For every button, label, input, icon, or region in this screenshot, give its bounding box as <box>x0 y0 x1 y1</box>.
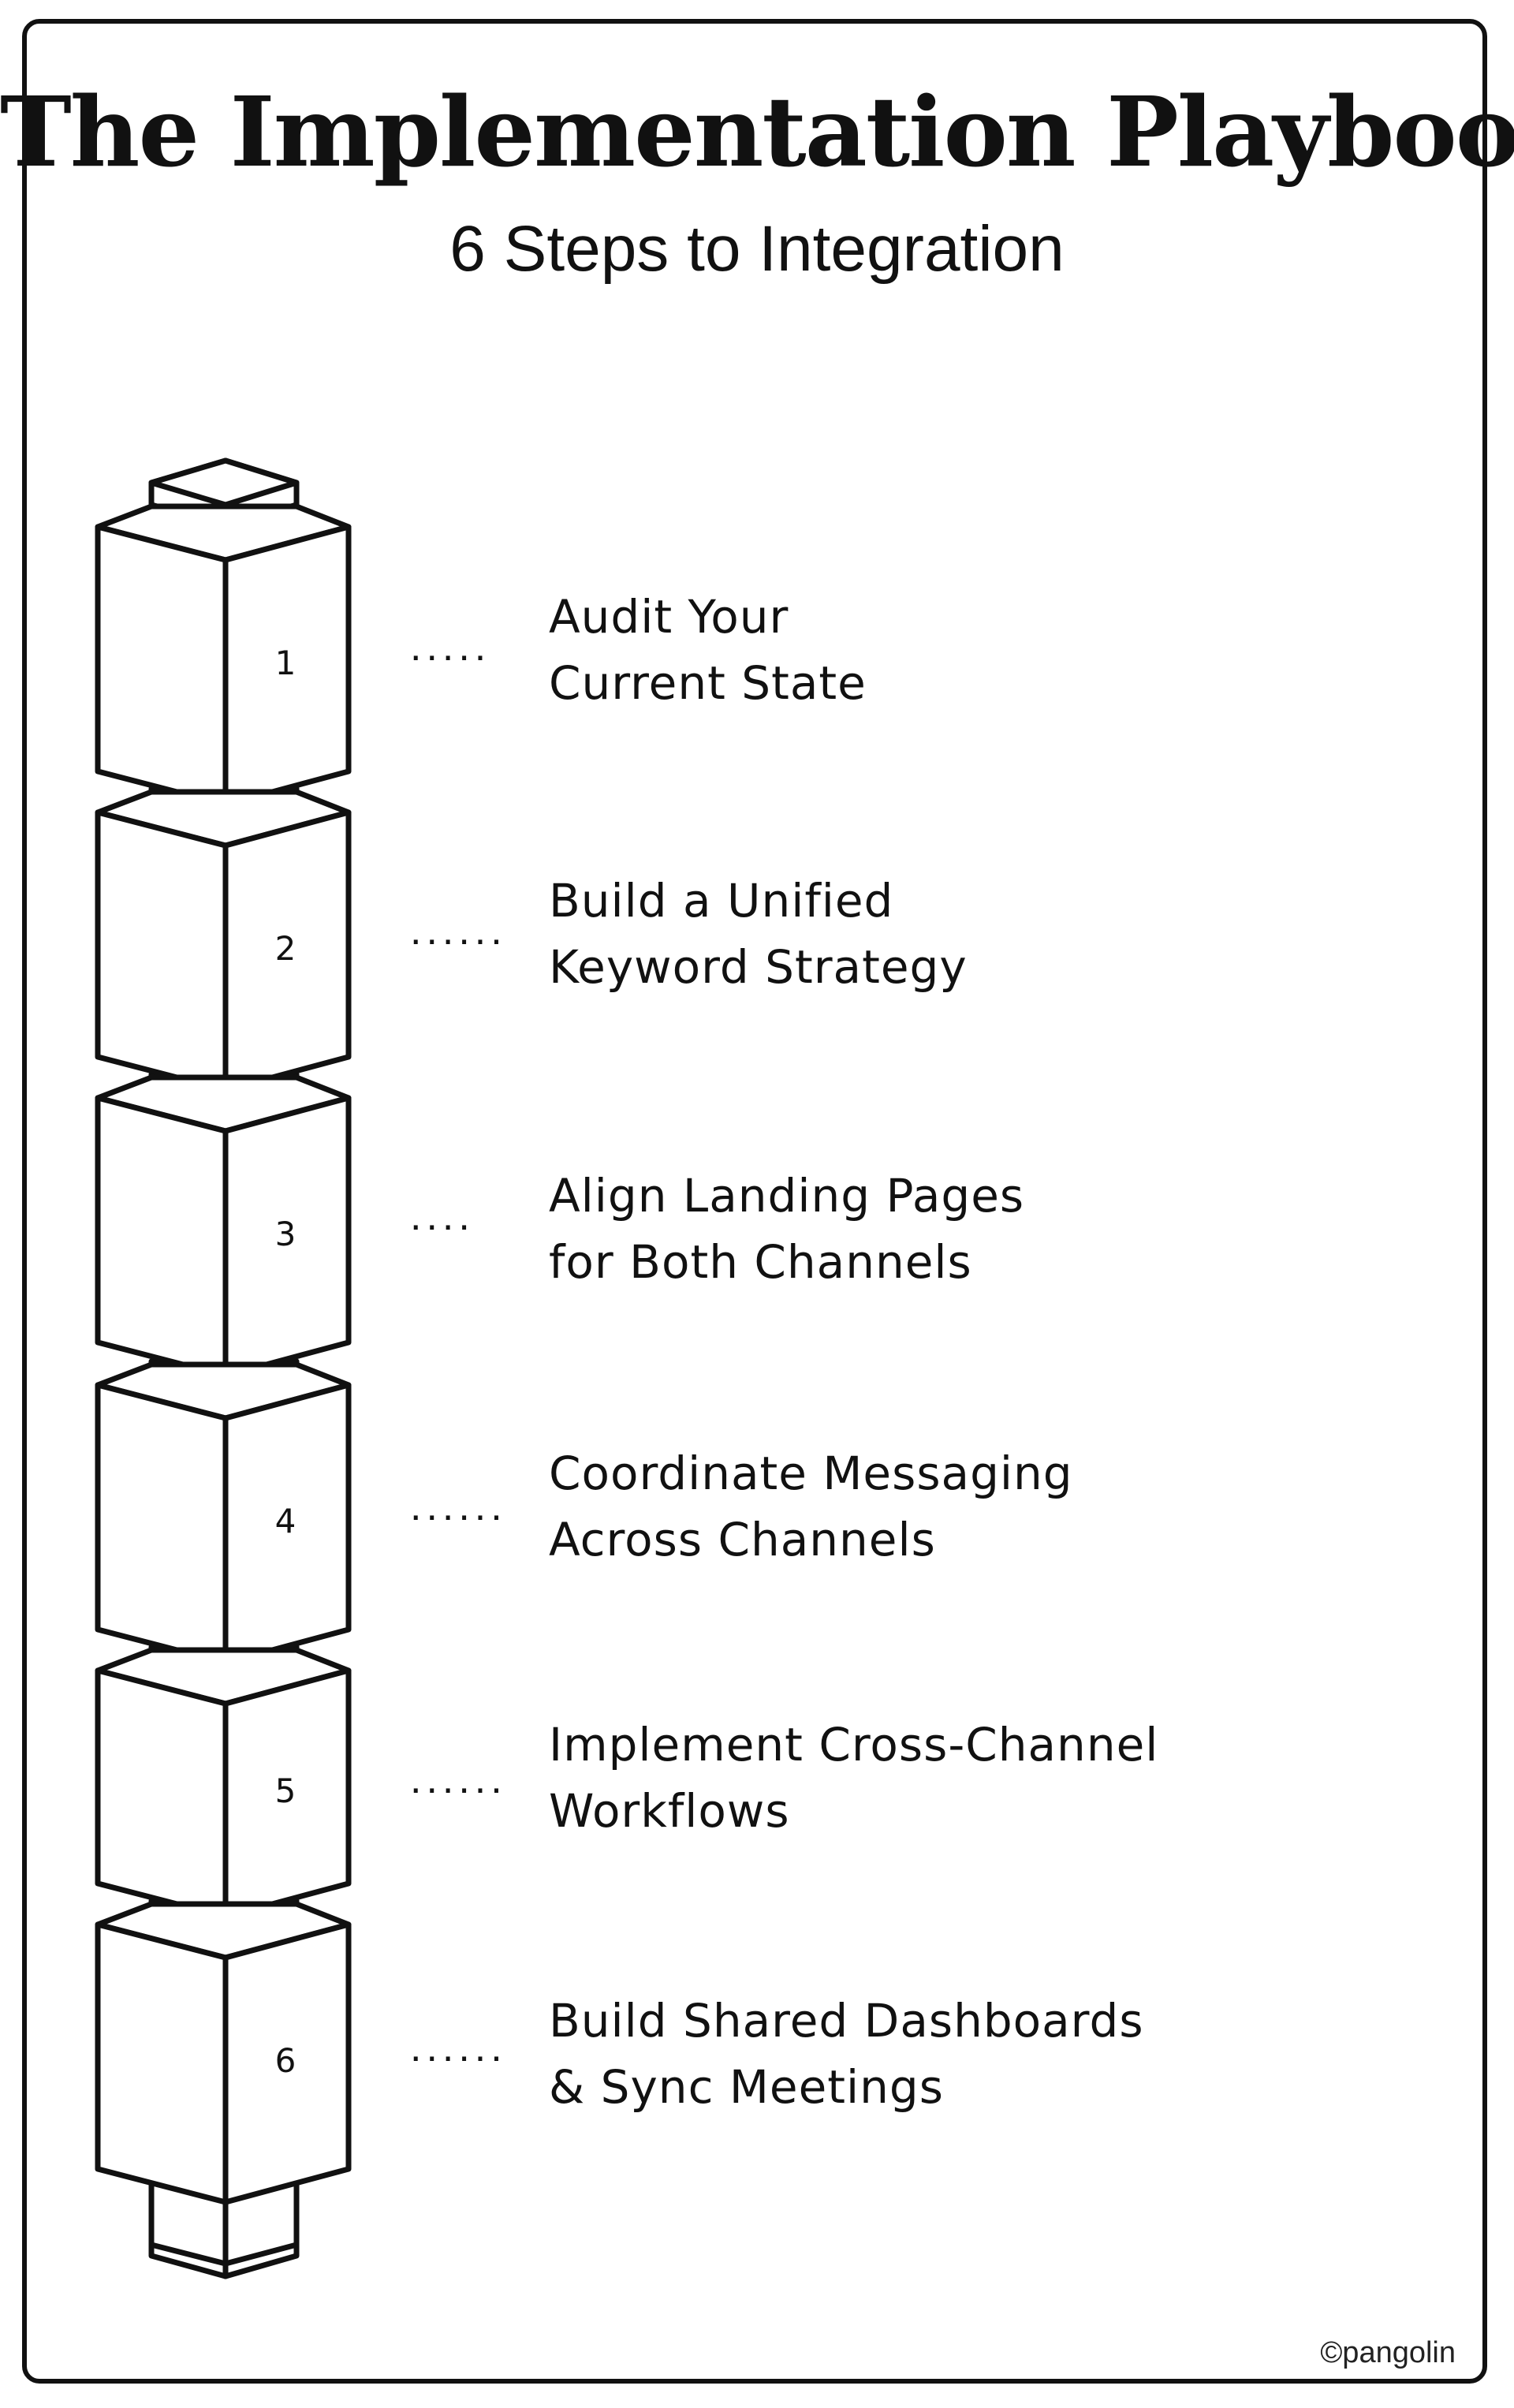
step-2-label: Build a Unified Keyword Strategy <box>549 874 968 994</box>
step-4-label: Coordinate Messaging Across Channels <box>549 1447 1073 1566</box>
block-2-left-face <box>95 809 229 1093</box>
step-4-leader: ...... <box>410 1484 507 1529</box>
step-6-leader: ...... <box>410 2025 507 2070</box>
page-subtitle: 6 Steps to Integration <box>449 213 1065 285</box>
step-5-number: 5 <box>275 1771 296 1810</box>
step-3-label: Align Landing Pages for Both Channels <box>549 1169 1025 1289</box>
step-2-number: 2 <box>275 929 296 968</box>
block-6-left-face <box>95 1921 229 2205</box>
block-3-right-face <box>222 1095 352 1379</box>
step-5-leader: ...... <box>410 1757 507 1802</box>
step-3-number: 3 <box>275 1215 296 1253</box>
step-4-number: 4 <box>275 1502 296 1540</box>
block-4-right-face <box>222 1382 352 1666</box>
block-1-right-face <box>222 524 352 808</box>
block-5-left-face <box>95 1667 229 1920</box>
step-1-label: Audit Your Current State <box>549 590 867 710</box>
step-2-leader: ...... <box>410 908 507 954</box>
step-6-number: 6 <box>275 2041 296 2080</box>
copyright-footer: ©pangolin <box>1320 2336 1456 2369</box>
step-1-number: 1 <box>275 644 296 682</box>
step-5-label: Implement Cross-Channel Workflows <box>549 1718 1159 1838</box>
top-post-cap <box>148 457 300 508</box>
block-3-left-face <box>95 1095 229 1379</box>
block-6-right-face <box>222 1921 352 2205</box>
step-3-leader: .... <box>410 1193 475 1239</box>
step-6-label: Build Shared Dashboards & Sync Meetings <box>549 1994 1144 2114</box>
block-4-left-face <box>95 1382 229 1666</box>
block-5-right-face <box>222 1667 352 1920</box>
page-title: The Implementation Playbook <box>0 75 1514 189</box>
block-1-left-face <box>95 524 229 808</box>
border-frame <box>22 19 1487 2384</box>
block-2-right-face <box>222 809 352 1093</box>
step-1-leader: ..... <box>410 624 491 670</box>
